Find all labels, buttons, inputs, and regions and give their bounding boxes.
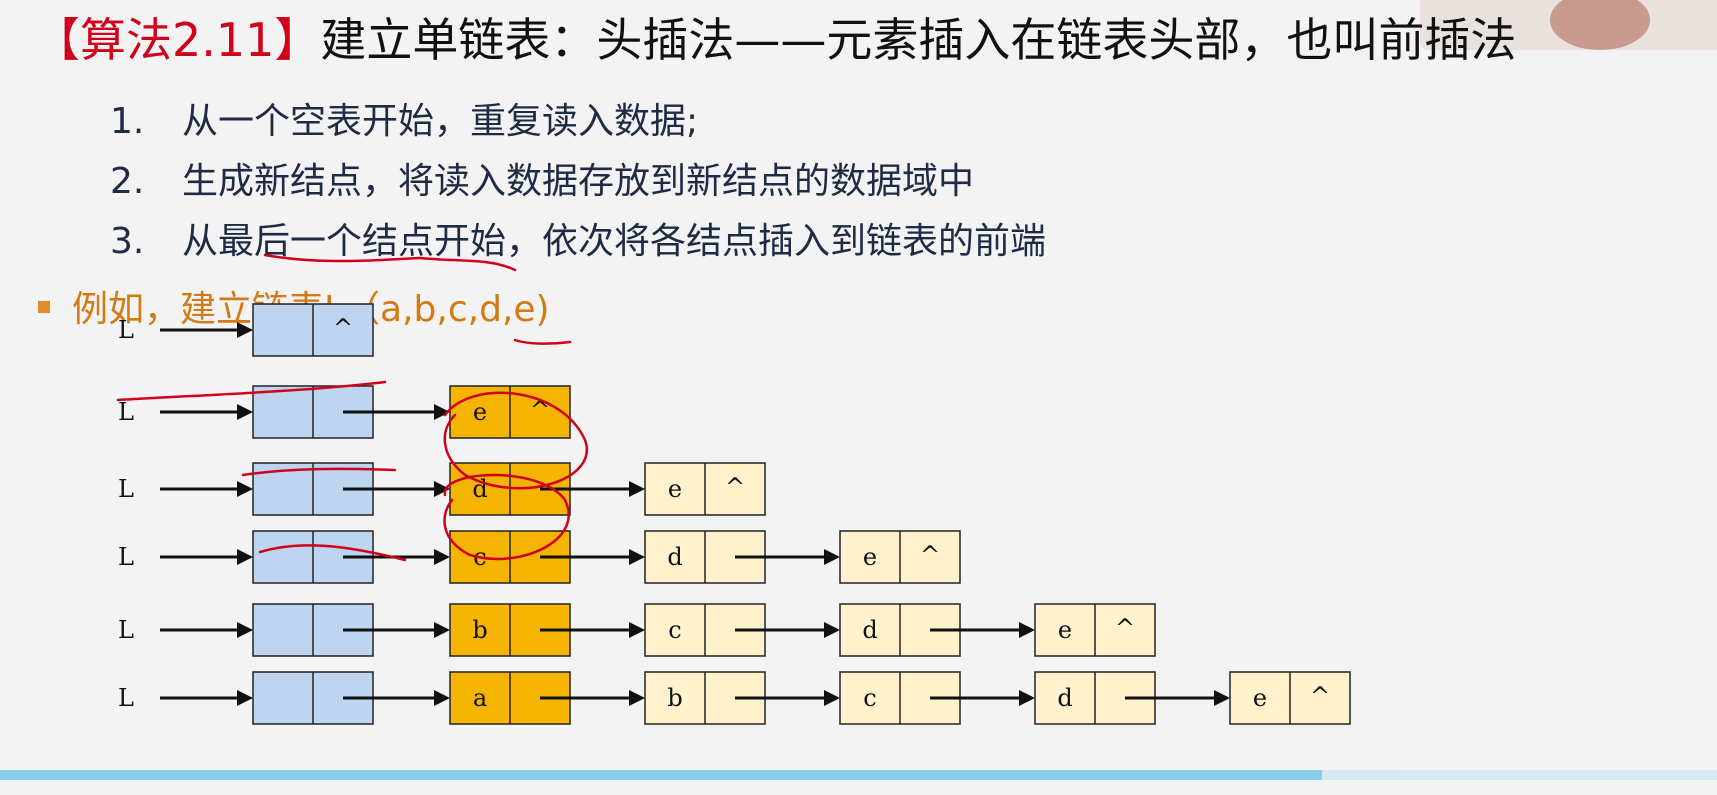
step-item: 3.从最后一个结点开始，依次将各结点插入到链表的前端 bbox=[110, 221, 1047, 262]
null-pointer-label: ^ bbox=[920, 541, 940, 569]
null-pointer-label: ^ bbox=[1115, 614, 1135, 642]
pointer-arrowhead bbox=[237, 549, 253, 565]
head-pointer-label: L bbox=[118, 398, 134, 426]
video-progress-fill bbox=[0, 770, 1323, 780]
pointer-arrowhead bbox=[434, 690, 450, 706]
node-data-label: b bbox=[472, 616, 487, 644]
null-pointer-label: ^ bbox=[725, 473, 745, 501]
pointer-arrowhead bbox=[1214, 690, 1230, 706]
annotation-stroke bbox=[258, 544, 407, 562]
head-pointer-label: L bbox=[118, 316, 134, 344]
pointer-arrowhead bbox=[824, 690, 840, 706]
node-data-label: b bbox=[667, 684, 682, 712]
null-pointer-label: ^ bbox=[333, 314, 353, 342]
node-data-label: c bbox=[668, 616, 681, 644]
null-pointer-label: ^ bbox=[1310, 682, 1330, 710]
pointer-arrowhead bbox=[434, 622, 450, 638]
annotation-stroke bbox=[443, 391, 589, 490]
pointer-arrowhead bbox=[237, 622, 253, 638]
node-data-label: e bbox=[473, 398, 487, 426]
head-pointer-label: L bbox=[118, 684, 134, 712]
webcam-overlay bbox=[1420, 0, 1717, 50]
step-item: 2.生成新结点，将读入数据存放到新结点的数据域中 bbox=[110, 161, 975, 202]
slide-title: 【算法2.11】建立单链表：头插法——元素插入在链表头部，也叫前插法 bbox=[34, 10, 1516, 70]
pointer-arrowhead bbox=[629, 481, 645, 497]
pointer-arrowhead bbox=[1019, 690, 1035, 706]
head-pointer-label: L bbox=[118, 475, 134, 503]
pointer-arrowhead bbox=[1019, 622, 1035, 638]
annotation-stroke bbox=[263, 253, 517, 272]
annotation-stroke bbox=[241, 467, 397, 477]
head-pointer-label: L bbox=[118, 543, 134, 571]
pointer-arrowhead bbox=[434, 404, 450, 420]
pointer-arrowhead bbox=[824, 622, 840, 638]
node-data-label: e bbox=[1058, 616, 1072, 644]
pointer-arrowhead bbox=[434, 481, 450, 497]
pointer-arrowhead bbox=[629, 690, 645, 706]
node-data-label: d bbox=[1057, 684, 1072, 712]
presenter-face bbox=[1550, 0, 1650, 50]
pointer-arrowhead bbox=[237, 322, 253, 338]
pointer-arrowhead bbox=[629, 622, 645, 638]
pointer-arrowhead bbox=[237, 481, 253, 497]
annotation-stroke bbox=[116, 380, 387, 402]
pointer-arrowhead bbox=[237, 404, 253, 420]
step-item: 1.从一个空表开始，重复读入数据; bbox=[110, 101, 699, 142]
node-data-label: a bbox=[473, 684, 487, 712]
node-data-label: d bbox=[862, 616, 877, 644]
node-data-label: d bbox=[667, 543, 682, 571]
node-data-label: e bbox=[863, 543, 877, 571]
title-text: 建立单链表：头插法——元素插入在链表头部，也叫前插法 bbox=[320, 13, 1517, 67]
annotation-stroke bbox=[513, 338, 572, 345]
bullet-icon bbox=[38, 301, 50, 313]
pointer-arrowhead bbox=[237, 690, 253, 706]
node-data-label: e bbox=[668, 475, 682, 503]
annotation-stroke bbox=[443, 473, 570, 561]
steps-list: 1.从一个空表开始，重复读入数据; 2.生成新结点，将读入数据存放到新结点的数据… bbox=[110, 96, 1046, 276]
algorithm-tag: 【算法2.11】 bbox=[34, 13, 321, 67]
node-data-label: c bbox=[863, 684, 876, 712]
video-progress-bar[interactable] bbox=[0, 770, 1717, 780]
pointer-arrowhead bbox=[824, 549, 840, 565]
head-pointer-label: L bbox=[118, 616, 134, 644]
node-data-label: e bbox=[1253, 684, 1267, 712]
pointer-arrowhead bbox=[434, 549, 450, 565]
pointer-arrowhead bbox=[629, 549, 645, 565]
